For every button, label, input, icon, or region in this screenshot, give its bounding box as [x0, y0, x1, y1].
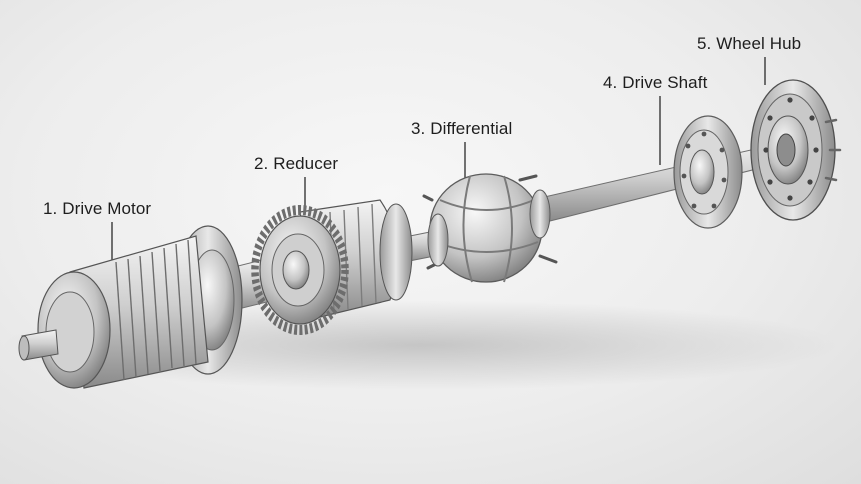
wheel-hub [750, 79, 842, 221]
drive-motor [18, 225, 243, 389]
label-drive-shaft: 4. Drive Shaft [603, 73, 708, 92]
reducer [251, 199, 413, 335]
differential [422, 173, 558, 283]
label-reducer: 2. Reducer [254, 154, 339, 173]
drive-shaft-flange [673, 115, 743, 229]
label-wheel-hub: 5. Wheel Hub [697, 34, 802, 53]
leader-lines [111, 57, 766, 263]
label-differential: 3. Differential [411, 119, 513, 138]
label-drive-motor: 1. Drive Motor [43, 199, 152, 218]
